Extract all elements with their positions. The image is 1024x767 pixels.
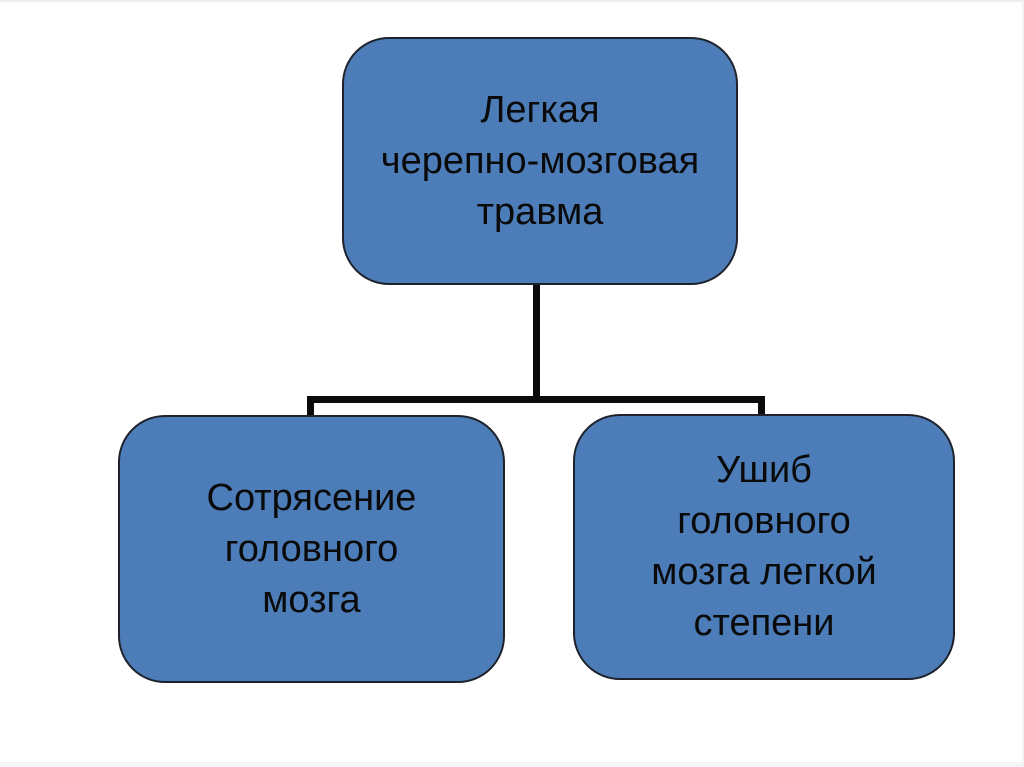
node-contusion-label-line: головного [677,500,851,542]
connector-branch-rail [307,396,765,403]
connector-left-stub [307,396,314,417]
node-contusion-label-line: мозга легкой [651,551,877,593]
node-concussion-label-line: мозга [262,578,361,621]
connector-right-stub [758,396,765,417]
diagram-node-contusion: Ушиб головного мозга легкой степени [573,414,955,680]
slide-bottom-edge-line [0,762,1024,767]
node-contusion-label-line: Ушиб [716,449,812,491]
node-root-label-line: травма [476,190,604,233]
node-concussion-label-line: Сотрясение [206,476,417,519]
slide-top-edge-line [0,0,1024,2]
slide-right-edge-line [1022,0,1024,767]
node-root-label-line: Легкая [480,88,600,131]
node-root-label-line: черепно-мозговая [380,139,700,182]
node-contusion-label-line: степени [693,602,835,644]
diagram-node-concussion: Сотрясение головного мозга [118,415,505,683]
diagram-node-root: Легкая черепно-мозговая травма [342,37,738,285]
node-concussion-label-line: головного [224,527,399,570]
connector-root-drop [533,284,540,403]
